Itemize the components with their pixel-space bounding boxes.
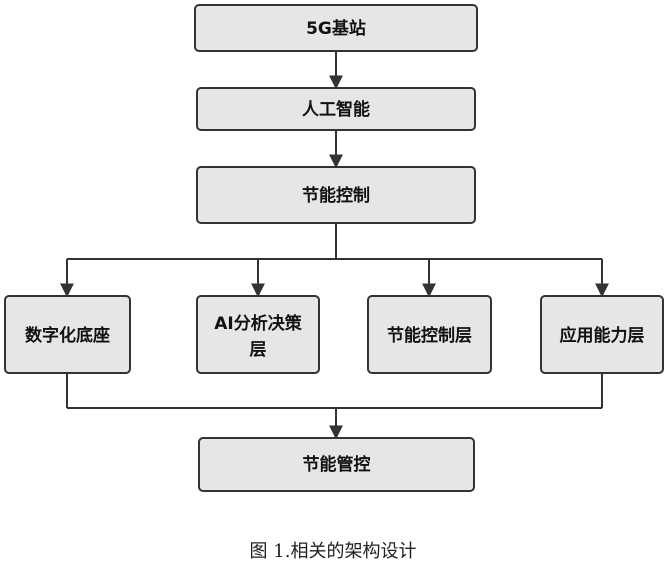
- node-ai-decision: AI分析决策 层: [196, 295, 320, 374]
- figure-caption: 图 1.相关的架构设计: [249, 541, 417, 562]
- node-digital-base: 数字化底座: [4, 295, 131, 374]
- node-base-station: 5G基站: [194, 4, 478, 52]
- node-energy-control-box: [196, 166, 476, 224]
- node-application-layer-box: [540, 295, 664, 374]
- architecture-flowchart: 5G基站 人工智能 节能控制 数字化底座 AI分析决策 层 节能控制层 应用能力…: [4, 4, 664, 492]
- node-ai-decision-label-line1: AI分析决策: [214, 313, 302, 334]
- node-digital-base-box: [4, 295, 131, 374]
- node-energy-control-layer-box: [367, 295, 492, 374]
- node-energy-management-box: [198, 437, 475, 492]
- node-energy-management-label: 节能管控: [303, 454, 371, 475]
- node-ai-decision-box: [196, 295, 320, 374]
- node-energy-control: 节能控制: [196, 166, 476, 224]
- node-energy-control-label: 节能控制: [302, 185, 370, 206]
- connectors: [60, 51, 609, 440]
- node-ai-label: 人工智能: [302, 99, 370, 120]
- node-energy-control-layer: 节能控制层: [367, 295, 492, 374]
- node-application-layer: 应用能力层: [540, 295, 664, 374]
- node-energy-control-layer-label: 节能控制层: [387, 325, 472, 346]
- node-ai: 人工智能: [196, 87, 476, 131]
- node-base-station-box: [194, 4, 478, 52]
- node-digital-base-label: 数字化底座: [25, 325, 110, 346]
- node-ai-box: [196, 87, 476, 131]
- node-energy-management: 节能管控: [198, 437, 475, 492]
- node-base-station-label: 5G基站: [306, 18, 366, 39]
- node-ai-decision-label-line2: 层: [250, 340, 267, 360]
- node-application-layer-label: 应用能力层: [560, 325, 645, 346]
